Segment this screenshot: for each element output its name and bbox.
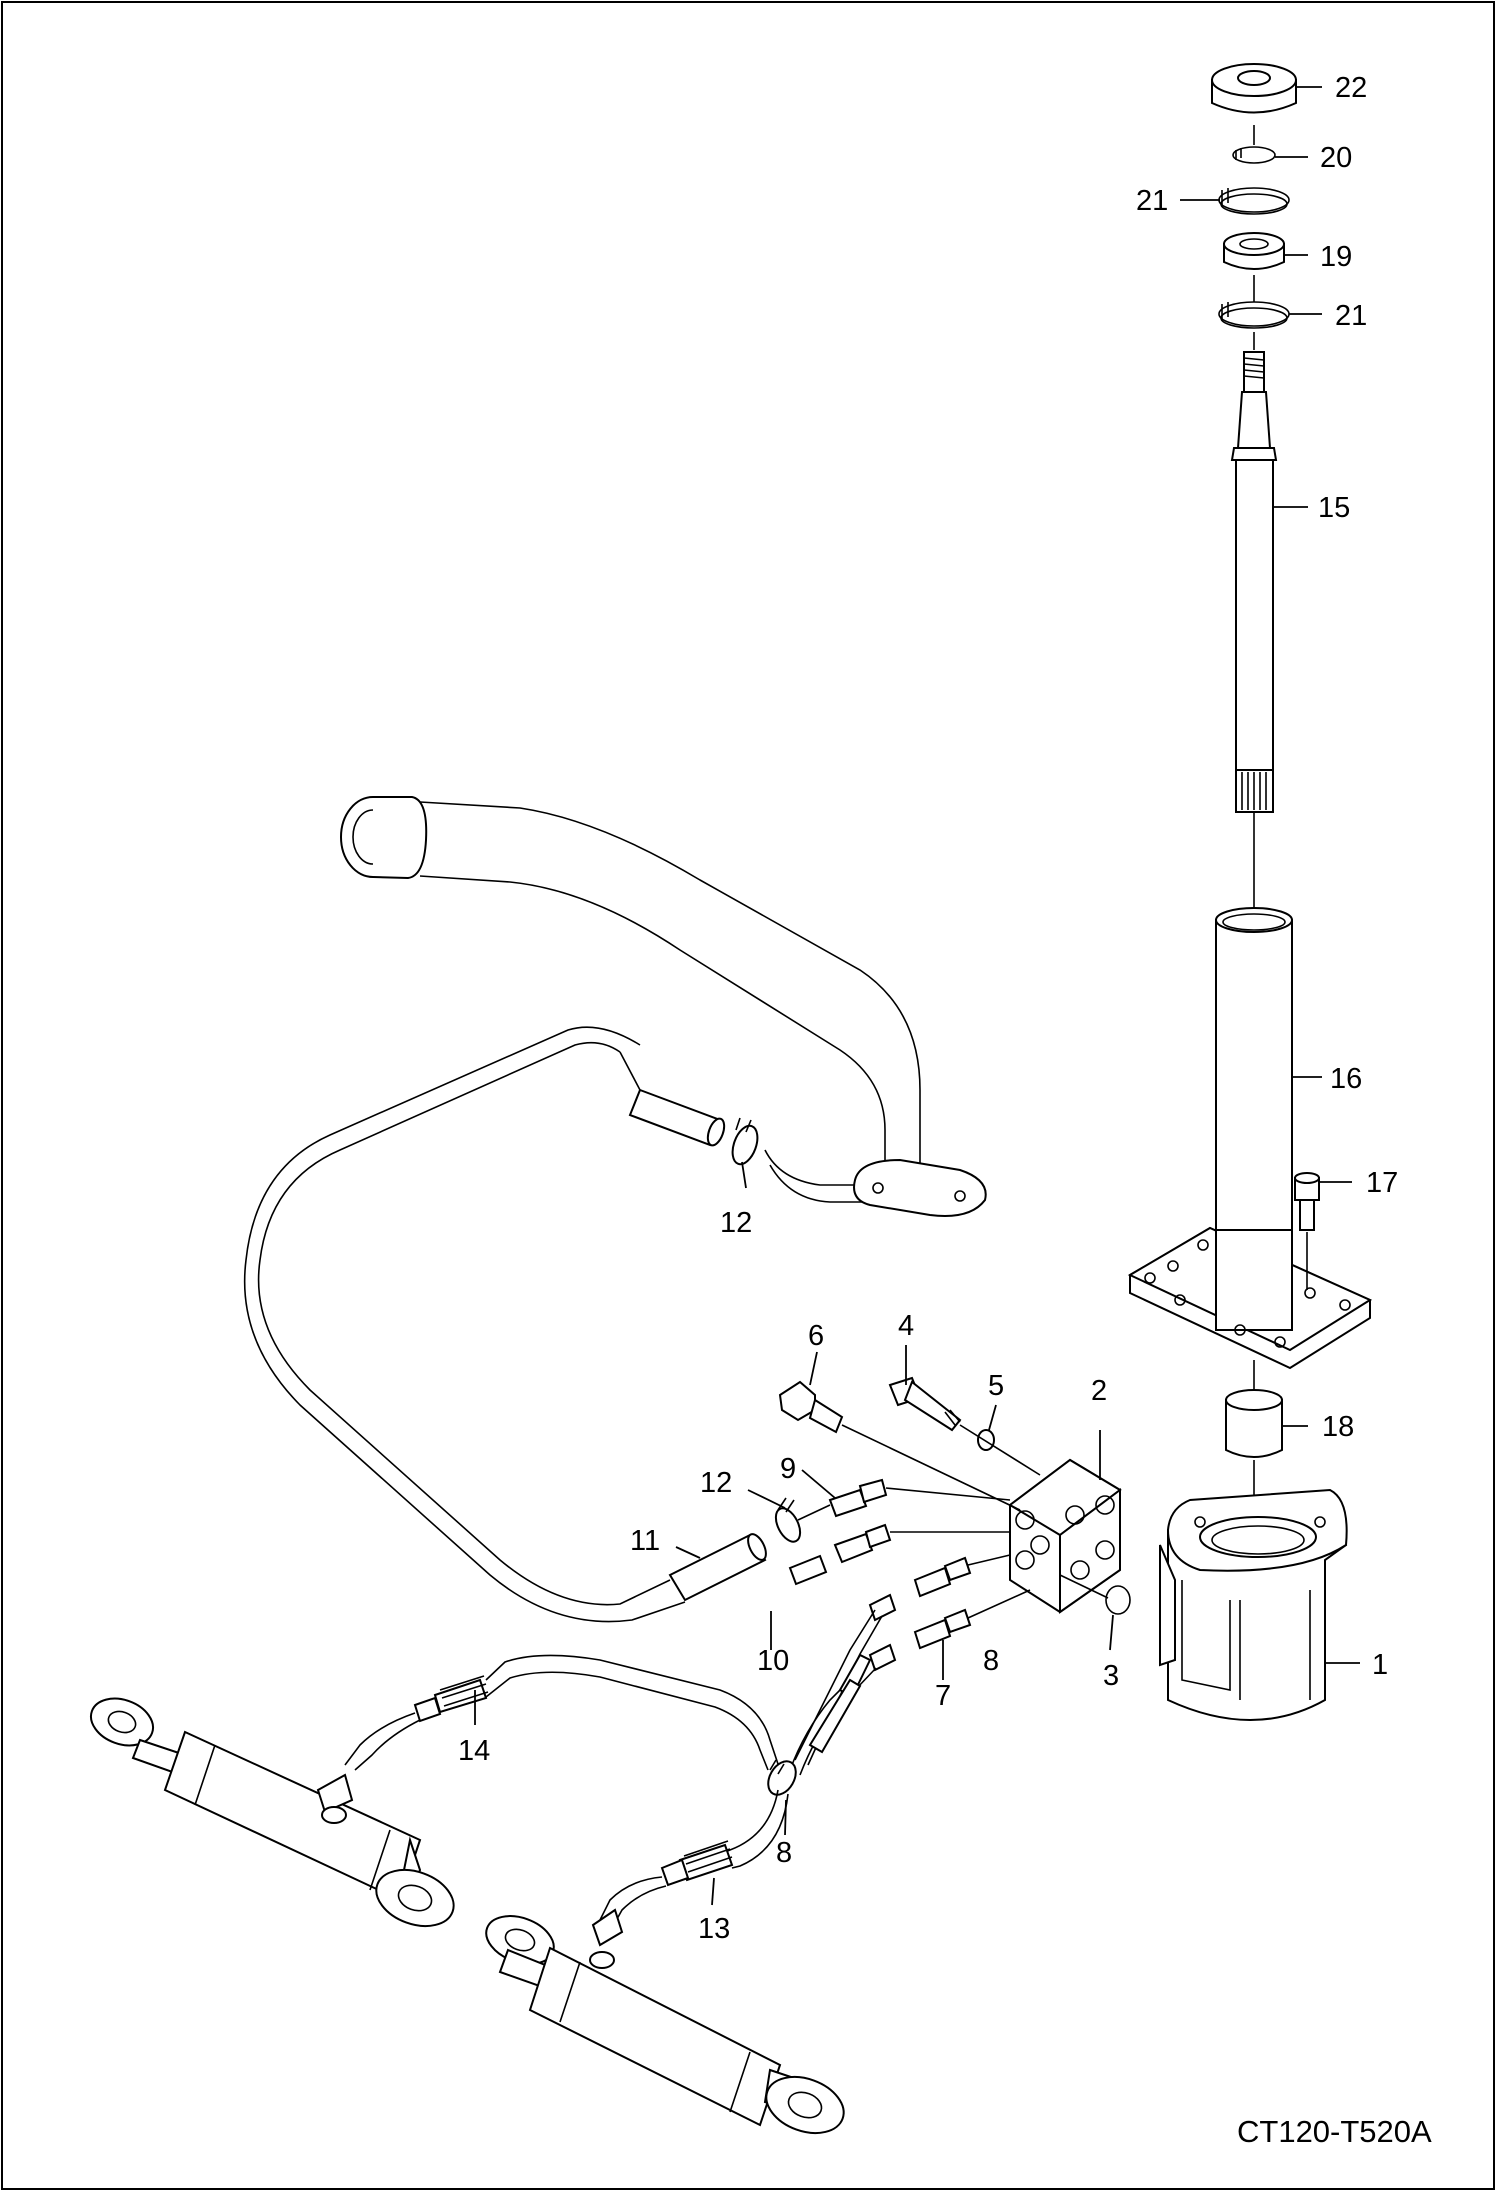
callout-1: 1 <box>1372 1649 1388 1681</box>
callout-13: 13 <box>698 1913 730 1945</box>
callout-3: 3 <box>1103 1660 1119 1692</box>
part-21-retaining-ring-upper <box>1218 187 1290 215</box>
callout-9: 9 <box>780 1453 796 1485</box>
callout-21-lower: 21 <box>1335 300 1367 332</box>
part-15-steering-shaft <box>1230 351 1278 813</box>
callout-19: 19 <box>1320 241 1352 273</box>
drawing-code: CT120-T520A <box>1237 2114 1432 2149</box>
part-5-washer <box>977 1429 995 1451</box>
callout-12-upper: 12 <box>720 1207 752 1239</box>
part-17-bolt <box>1294 1172 1320 1290</box>
part-7-fitting <box>868 1608 972 1672</box>
part-11-upper-sleeve <box>628 1088 726 1147</box>
part-12-hose-clamp-lower <box>774 1497 802 1543</box>
part-9-fitting <box>828 1478 888 1518</box>
callout-20: 20 <box>1320 142 1352 174</box>
callout-14: 14 <box>458 1735 490 1767</box>
hose-bundle-center <box>789 1609 883 1776</box>
part-13-hose <box>599 1789 789 1929</box>
callout-10: 10 <box>757 1645 789 1677</box>
part-3-o-ring <box>1105 1585 1131 1615</box>
part-10-fitting <box>788 1523 892 1586</box>
callout-17: 17 <box>1366 1167 1398 1199</box>
callout-7: 7 <box>935 1680 951 1712</box>
callout-2: 2 <box>1091 1375 1107 1407</box>
part-11-sleeve <box>668 1533 767 1602</box>
part-6-fitting <box>778 1380 844 1434</box>
part-18-spacer <box>1225 1389 1283 1458</box>
callouts: 22 20 21 19 21 15 16 17 18 1 2 3 4 5 6 7… <box>458 72 1398 1945</box>
part-8-fitting <box>868 1556 972 1622</box>
part-20-snap-ring <box>1232 146 1276 164</box>
part-22-bushing <box>1211 63 1297 114</box>
part-4-bolt <box>888 1376 962 1432</box>
callout-12-lower: 12 <box>700 1467 732 1499</box>
callout-22: 22 <box>1335 72 1367 104</box>
callout-16: 16 <box>1330 1063 1362 1095</box>
part-14-hose <box>344 1654 781 1771</box>
part-2-valve-block <box>1008 1458 1122 1614</box>
callout-8-lower: 8 <box>776 1837 792 1869</box>
leader-lines <box>474 86 1360 1906</box>
steering-cylinder-upper <box>90 1697 455 1928</box>
part-16-flange-plate <box>1127 1226 1373 1370</box>
part-1-valve-housing <box>1159 1488 1348 1721</box>
callout-21-upper: 21 <box>1136 185 1168 217</box>
callout-6: 6 <box>808 1320 824 1352</box>
callout-18: 18 <box>1322 1411 1354 1443</box>
callout-4: 4 <box>898 1310 914 1342</box>
part-21-retaining-ring-lower <box>1218 301 1290 329</box>
callout-8-upper: 8 <box>983 1645 999 1677</box>
part-8-hose-clamp <box>767 1759 797 1796</box>
return-hose <box>243 1026 686 1623</box>
part-12-hose-clamp-upper <box>731 1117 759 1166</box>
steering-cylinder-lower <box>485 1908 845 2135</box>
callout-5: 5 <box>988 1370 1004 1402</box>
callout-11: 11 <box>630 1525 660 1557</box>
return-pipe <box>340 796 987 1217</box>
part-19-bearing <box>1223 232 1285 270</box>
callout-15: 15 <box>1318 492 1350 524</box>
